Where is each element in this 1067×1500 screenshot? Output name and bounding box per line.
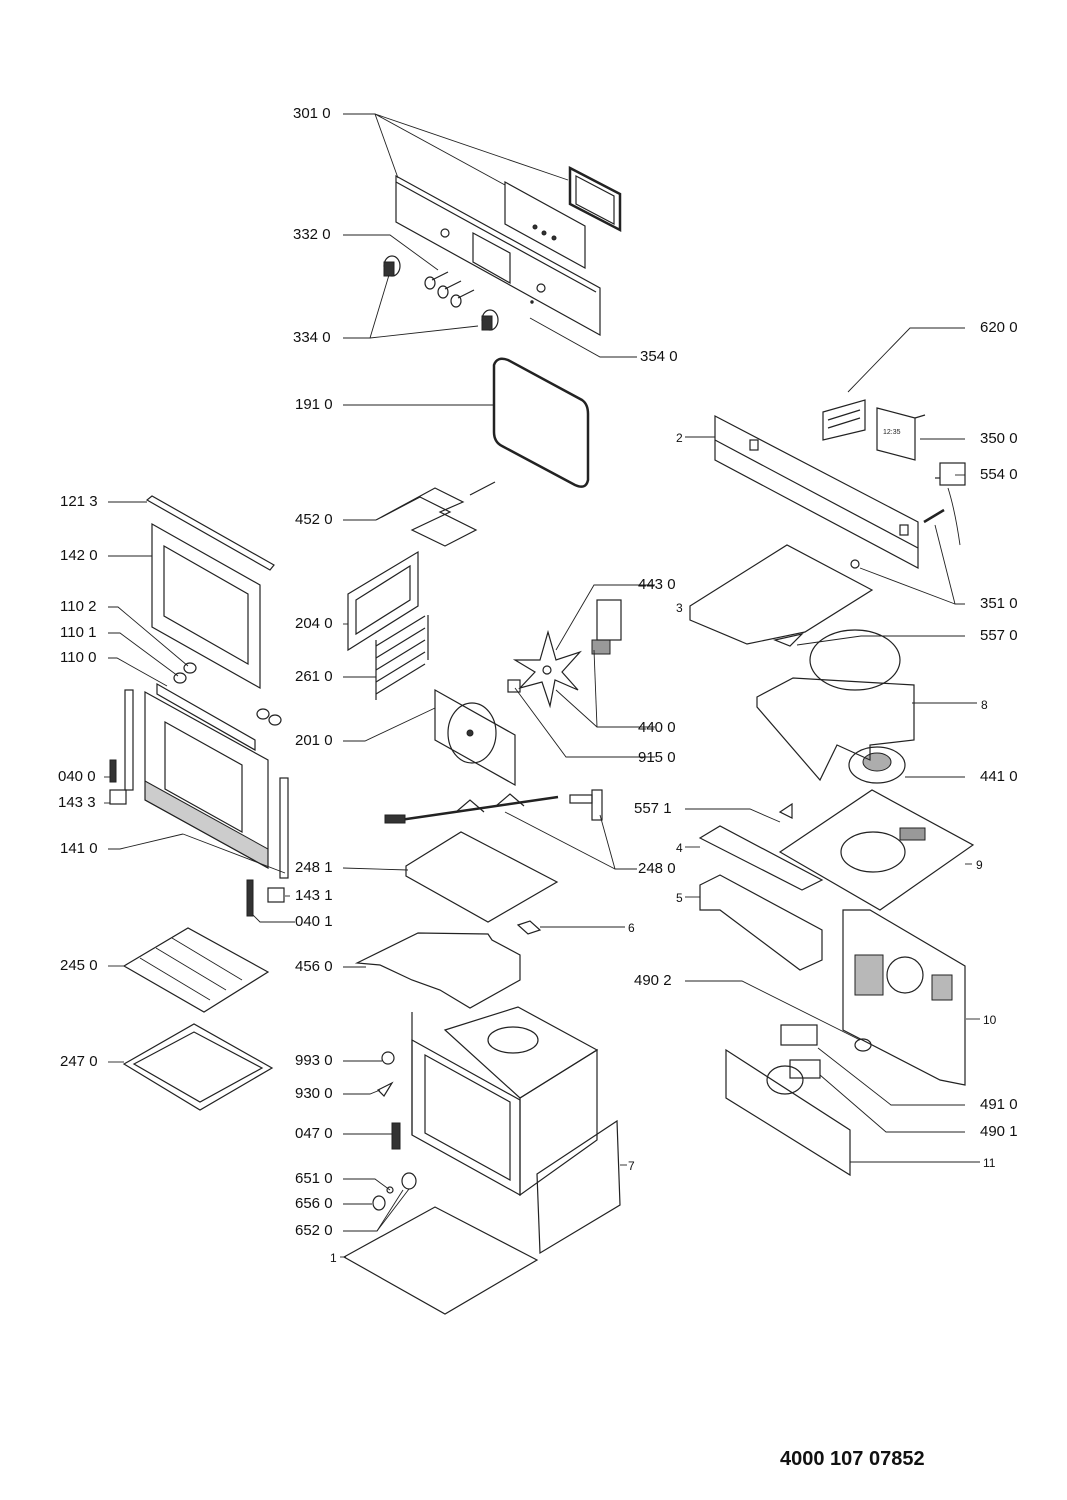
- door-hinges-part: [109, 689, 289, 917]
- part-label-301-0: 301 0: [293, 105, 331, 122]
- fan-cover-frame-part: [347, 550, 419, 652]
- fan-motor-part: [591, 599, 622, 655]
- part-label-993-0: 993 0: [295, 1052, 333, 1069]
- part-label-350-0: 350 0: [980, 430, 1018, 447]
- part-label-6: 6: [628, 921, 635, 935]
- part-label-121-3: 121 3: [60, 493, 98, 510]
- part-label-930-0: 930 0: [295, 1085, 333, 1102]
- push-buttons-part: [424, 271, 475, 308]
- part-label-7: 7: [628, 1159, 635, 1173]
- oven-cavity-part: [411, 1006, 599, 1197]
- drive-gear: [766, 1065, 804, 1095]
- part-label-915-0: 915 0: [638, 749, 676, 766]
- part-label-191-0: 191 0: [295, 396, 333, 413]
- part-label-2: 2: [676, 431, 683, 445]
- part-label-248-0: 248 0: [638, 860, 676, 877]
- part-label-651-0: 651 0: [295, 1170, 333, 1187]
- part-label-620-0: 620 0: [980, 319, 1018, 336]
- cooling-fan-part: [848, 746, 906, 784]
- rotisserie-part: [384, 789, 603, 824]
- bottom-plate-part: [342, 1206, 539, 1315]
- part-label-143-3: 143 3: [58, 794, 96, 811]
- control-panel-part: [395, 174, 601, 337]
- clock-timer-part: 12:35: [876, 407, 926, 461]
- part-label-141-0: 141 0: [60, 840, 98, 857]
- part-label-9: 9: [976, 858, 983, 872]
- shelf-supports-part: [375, 615, 429, 700]
- display-glass-part: [504, 180, 586, 270]
- fan-cover-part: [434, 688, 516, 787]
- part-label-441-0: 441 0: [980, 768, 1018, 785]
- rear-panel-part: [842, 909, 966, 1086]
- svg-text:12:35: 12:35: [883, 429, 901, 436]
- lamp-holder-part: [850, 508, 945, 569]
- part-label-5: 5: [676, 891, 683, 905]
- grill-element-part: [375, 481, 496, 547]
- part-label-456-0: 456 0: [295, 958, 333, 975]
- part-label-490-2: 490 2: [634, 972, 672, 989]
- part-label-490-1: 490 1: [980, 1123, 1018, 1140]
- cover-plate-part: [689, 544, 874, 645]
- part-label-248-1: 248 1: [295, 859, 333, 876]
- part-label-354-0: 354 0: [640, 348, 678, 365]
- back-panel-7-part: [536, 1119, 621, 1255]
- thermostat-part: [935, 462, 966, 546]
- terminal-blocks-part: [780, 1024, 872, 1079]
- duct-part: [698, 825, 824, 971]
- fan-housing-part: [756, 629, 915, 782]
- part-label-11: 11: [983, 1156, 996, 1170]
- part-label-334-0: 334 0: [293, 329, 331, 346]
- part-label-047-0: 047 0: [295, 1125, 333, 1142]
- part-label-10: 10: [983, 1013, 997, 1027]
- part-label-110-1: 110 1: [60, 624, 97, 641]
- outer-door-glass-part: [144, 682, 269, 870]
- grid-shelf-part: [122, 927, 270, 1013]
- rear-control-bracket-part: [714, 415, 919, 569]
- part-label-201-0: 201 0: [295, 732, 333, 749]
- fan-blade-part: [507, 629, 582, 709]
- part-label-4: 4: [676, 841, 683, 855]
- door-top-trim-part: [145, 495, 275, 571]
- part-label-245-0: 245 0: [60, 957, 98, 974]
- door-gasket-part: [492, 357, 590, 488]
- part-label-247-0: 247 0: [60, 1053, 98, 1070]
- part-label-110-0: 110 0: [60, 649, 97, 666]
- part-label-452-0: 452 0: [295, 511, 333, 528]
- inner-glass-part: [151, 522, 261, 690]
- part-label-204-0: 204 0: [295, 615, 333, 632]
- back-panel-11-part: [725, 1048, 851, 1177]
- part-label-557-1: 557 1: [634, 800, 672, 817]
- part-label-143-1: 143 1: [295, 887, 333, 904]
- leader-lines: [104, 113, 980, 1258]
- document-number: 4000 107 07852: [780, 1448, 925, 1470]
- part-label-332-0: 332 0: [293, 226, 331, 243]
- part-label-491-0: 491 0: [980, 1096, 1018, 1113]
- part-label-554-0: 554 0: [980, 466, 1018, 483]
- part-label-557-0: 557 0: [980, 627, 1018, 644]
- cooling-fan-plate-part: [778, 789, 975, 911]
- part-label-142-0: 142 0: [60, 547, 98, 564]
- part-label-040-0: 040 0: [58, 768, 96, 785]
- switch-block-part: [822, 399, 866, 441]
- lower-element-part: [354, 932, 521, 1009]
- part-label-443-0: 443 0: [638, 576, 676, 593]
- small-components-part: [372, 1051, 417, 1211]
- part-label-110-2: 110 2: [60, 598, 97, 615]
- part-label-656-0: 656 0: [295, 1195, 333, 1212]
- display-frame-part: [568, 165, 622, 233]
- part-label-3: 3: [676, 601, 683, 615]
- glass-spacers-part: [173, 662, 282, 726]
- part-label-652-0: 652 0: [295, 1222, 333, 1239]
- bracket-part: [516, 920, 542, 935]
- part-label-040-1: 040 1: [295, 913, 333, 930]
- part-label-8: 8: [981, 698, 988, 712]
- baking-tray-part: [122, 1023, 274, 1111]
- part-label-351-0: 351 0: [980, 595, 1018, 612]
- bottom-element-cover-part: [405, 831, 559, 923]
- part-label-1: 1: [330, 1251, 337, 1265]
- part-label-261-0: 261 0: [295, 668, 333, 685]
- part-label-440-0: 440 0: [638, 719, 676, 736]
